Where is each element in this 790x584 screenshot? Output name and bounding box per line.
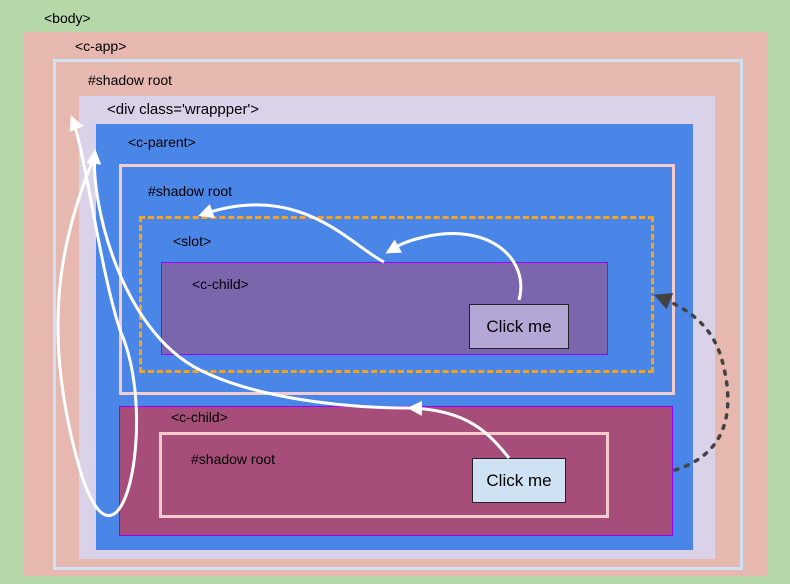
body-label: <body> (44, 10, 91, 26)
c-child-label: <c-child> (171, 409, 228, 425)
slot-box (139, 216, 654, 373)
slot-label: <slot> (173, 233, 212, 249)
arrow-slotted-click-to-slot (385, 232, 523, 301)
arrow-dotted-child-to-slot (653, 293, 730, 472)
child-click-me-button[interactable]: Click me (472, 458, 566, 503)
wrapper-div-label: <div class='wrappper'> (107, 101, 260, 118)
parent-shadow-root-label: #shadow root (148, 183, 233, 199)
arrow-c-child-to-c-parent (86, 149, 411, 410)
slotted-click-me-button[interactable]: Click me (469, 304, 569, 349)
c-parent-label: <c-parent> (128, 134, 196, 150)
app-shadow-root-box (53, 59, 743, 570)
arrow-slot-to-parent-shadow (198, 203, 385, 264)
arrow-child-click-to-c-child (407, 400, 511, 459)
child-shadow-root-box (159, 432, 609, 518)
c-child-box (119, 406, 673, 536)
arrow-c-parent-to-wrapper (56, 115, 139, 518)
app-shadow-root-label: #shadow root (88, 72, 173, 88)
child-shadow-root-label: #shadow root (191, 451, 276, 467)
c-app-label: <c-app> (75, 38, 127, 54)
slotted-c-child-label: <c-child> (192, 276, 249, 292)
